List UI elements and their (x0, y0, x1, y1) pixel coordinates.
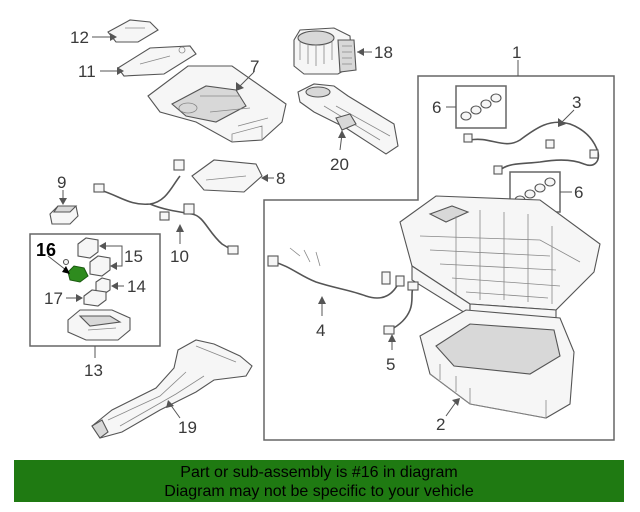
part-4-harness (267, 247, 405, 299)
leader-15 (102, 245, 123, 267)
part-7-cover (147, 65, 287, 143)
box-6a (455, 85, 507, 129)
banner-line-2: Diagram may not be specific to your vehi… (164, 483, 474, 500)
leader-7 (239, 71, 255, 87)
callout-13: 13 (84, 361, 103, 380)
part-8-plate (191, 159, 263, 193)
part-5-harness (383, 281, 419, 335)
part-15-brackets (77, 237, 111, 277)
part-2-tray (419, 309, 575, 419)
callout-20: 20 (330, 155, 349, 174)
part-16-highlighted (62, 258, 89, 283)
part-info-banner: Part or sub-assembly is #16 in diagram D… (14, 460, 624, 502)
callout-19: 19 (178, 418, 197, 437)
parts-diagram: 12 11 7 18 20 8 (29, 19, 615, 441)
banner-line-1: Part or sub-assembly is #16 in diagram (180, 464, 458, 481)
callout-15: 15 (124, 247, 143, 266)
callout-12: 12 (70, 28, 89, 47)
arrow-3 (558, 118, 566, 127)
part-17-connector (83, 289, 107, 307)
callout-2: 2 (436, 415, 445, 434)
arrow-18 (357, 48, 364, 56)
arrow-7 (236, 82, 244, 91)
leader-16 (47, 255, 67, 271)
callout-14: 14 (127, 277, 146, 296)
callout-10: 10 (170, 247, 189, 266)
callout-17: 17 (44, 289, 63, 308)
arrow-17 (76, 294, 83, 302)
part-18-blower (293, 27, 357, 75)
callout-9: 9 (57, 173, 66, 192)
callout-4: 4 (316, 321, 325, 340)
part-3-harness (463, 121, 600, 175)
callout-5: 5 (386, 355, 395, 374)
arrow-15b (110, 262, 117, 270)
arrow-4 (318, 296, 326, 304)
part-11-bracket (117, 45, 197, 77)
box-1 (263, 75, 615, 441)
arrow-14 (111, 282, 118, 290)
callout-18: 18 (374, 43, 393, 62)
part-battery-frame (399, 195, 601, 323)
part-12-plate (107, 19, 159, 43)
callout-11: 11 (78, 62, 96, 81)
part-19-floor-duct (91, 339, 253, 439)
arrow-11 (117, 67, 124, 75)
arrow-2 (452, 398, 460, 406)
callout-3: 3 (572, 93, 581, 112)
callout-7: 7 (250, 57, 259, 76)
arrow-9 (59, 198, 67, 205)
callout-1: 1 (512, 43, 521, 62)
arrow-5 (388, 334, 396, 342)
arrow-10 (176, 224, 184, 232)
part-10-harness (93, 159, 239, 255)
part-9-sensor (49, 205, 79, 225)
arrow-8 (261, 174, 268, 182)
arrow-20 (338, 130, 346, 138)
arrow-12 (110, 33, 117, 41)
callout-16: 16 (36, 240, 56, 260)
arrow-16 (62, 266, 70, 274)
leader-2 (445, 401, 457, 417)
part-13-module (67, 309, 131, 341)
arrow-15a (99, 242, 106, 250)
part-20-duct (297, 83, 399, 155)
leader-3 (561, 109, 575, 123)
callout-8: 8 (276, 169, 285, 188)
arrow-19 (166, 400, 174, 408)
callout-6a: 6 (432, 98, 441, 117)
callout-6b: 6 (574, 183, 583, 202)
part-6a-seals (460, 93, 502, 121)
